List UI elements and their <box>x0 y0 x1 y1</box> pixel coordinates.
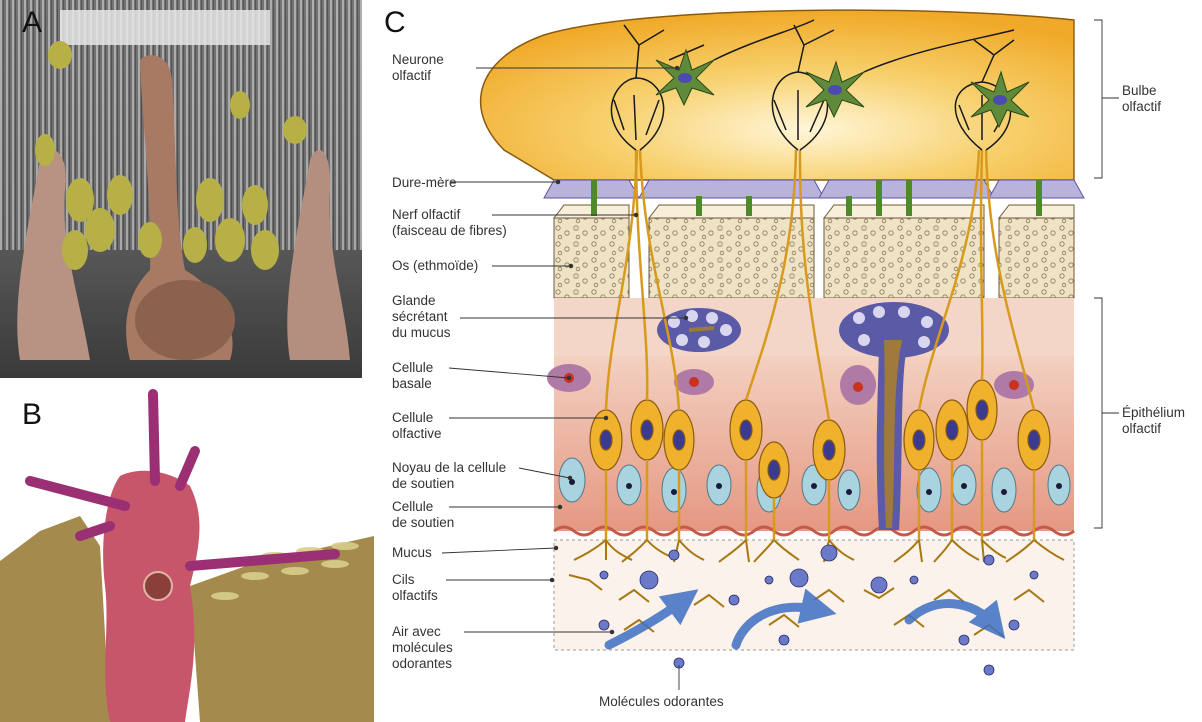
panel-a-letter: A <box>22 6 42 40</box>
label-dure-mere: Dure-mère <box>392 175 457 191</box>
label-molecules-odorantes: Molécules odorantes <box>599 694 724 710</box>
panel-b-micrograph: B <box>0 386 374 722</box>
micrograph-a-image <box>0 0 362 378</box>
olfactory-epithelium-diagram <box>374 0 1202 722</box>
label-glande-mucus: Glande sécrétant du mucus <box>392 293 451 341</box>
label-cellule-soutien: Cellule de soutien <box>392 499 454 531</box>
label-cils-olfactifs: Cils olfactifs <box>392 572 438 604</box>
label-os-ethmoide: Os (ethmoïde) <box>392 258 478 274</box>
label-cellule-basale: Cellule basale <box>392 360 433 392</box>
label-noyau-soutien: Noyau de la cellule de soutien <box>392 460 506 492</box>
label-air-molecules: Air avec molécules odorantes <box>392 624 453 672</box>
label-cellule-olfactive: Cellule olfactive <box>392 410 442 442</box>
label-bulbe-olfactif: Bulbe olfactif <box>1122 83 1161 115</box>
dura-mater <box>544 180 1084 198</box>
panel-b-letter: B <box>22 398 42 432</box>
panel-c-diagram: C <box>374 0 1202 722</box>
panel-a-micrograph: A <box>0 0 362 378</box>
label-neurone-olfactif: Neurone olfactif <box>392 52 444 84</box>
label-mucus: Mucus <box>392 545 432 561</box>
label-nerf-olfactif: Nerf olfactif (faisceau de fibres) <box>392 207 507 239</box>
micrograph-b-image <box>0 386 374 722</box>
label-epithelium-olfactif: Épithélium olfactif <box>1122 405 1185 437</box>
